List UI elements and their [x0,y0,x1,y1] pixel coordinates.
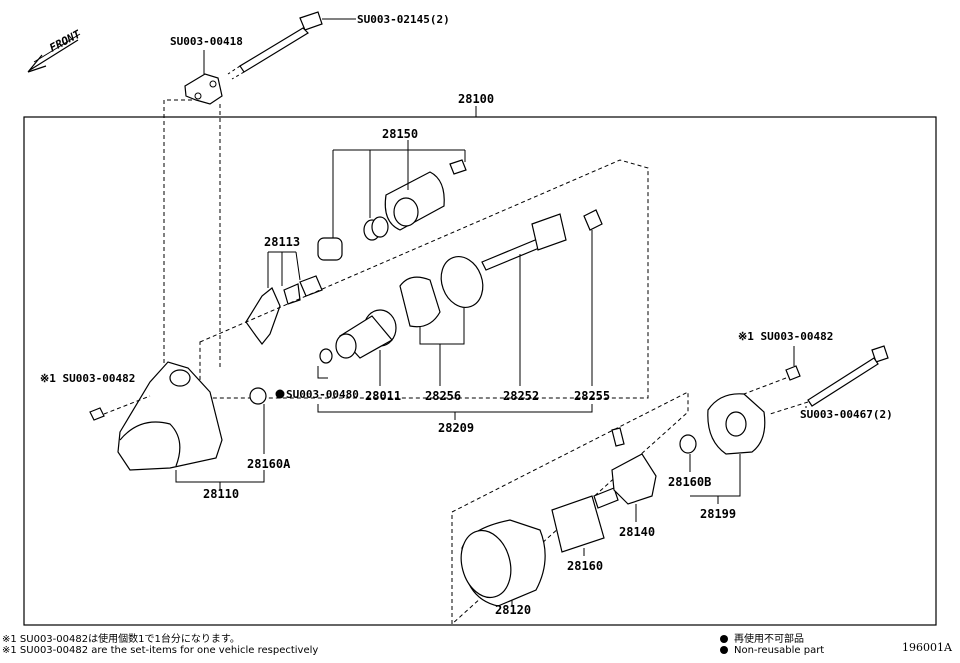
legend-en: Non-reusable part [720,645,824,656]
yoke [460,519,546,607]
clutch [319,309,397,364]
brush-holder [611,427,657,505]
callout-28113[interactable]: 28113 [264,235,300,249]
assembly-frame [23,116,937,626]
callout-su003-00418[interactable]: SU003-00418 [170,35,243,48]
front-arrow: FRONT [27,27,83,73]
output-shaft [481,213,567,271]
callout-28160[interactable]: 28160 [567,559,603,573]
callout-28120[interactable]: 28120 [495,603,531,617]
callout-28255[interactable]: 28255 [574,389,610,403]
callout-28160B[interactable]: 28160B [668,475,711,489]
callout-28100[interactable]: 28100 [458,92,494,106]
bearing [583,209,603,231]
shift-lever [245,275,323,345]
non-reusable-dot-legend [720,635,728,643]
front-housing [117,361,223,471]
footnote-jp: ※1 SU003-00482は使用個数1で1台分になります。 [2,634,240,645]
callout-su003-00480[interactable]: SU003-00480 [286,388,359,401]
callout-28199[interactable]: 28199 [700,507,736,521]
callout-28209[interactable]: 28209 [438,421,474,435]
bushing-a [249,387,267,405]
callout-28252[interactable]: 28252 [503,389,539,403]
callout-su003-02145[interactable]: SU003-02145(2) [357,13,450,26]
figure-id: 196001A [902,641,952,654]
callout-28011[interactable]: 28011 [365,389,401,403]
callout-28140[interactable]: 28140 [619,525,655,539]
long-bolt-top [227,11,323,80]
front-label: FRONT [47,27,83,54]
solenoid-parts [317,159,467,261]
screw-right [785,365,801,381]
rear-cover [707,393,766,455]
legend-jp: 再使用不可部品 [720,630,804,645]
footnote-en: ※1 SU003-00482 are the set-items for one… [2,645,319,656]
long-bolt-right [807,345,889,407]
gear-housing [399,256,484,328]
legend-jp-text: 再使用不可部品 [734,634,804,645]
screw-left [89,407,105,421]
legend-en-text: Non-reusable part [734,645,825,656]
callout-28110[interactable]: 28110 [203,487,239,501]
callout-28150[interactable]: 28150 [382,127,418,141]
callout-su003-00482-left[interactable]: ※1 SU003-00482 [40,372,135,385]
bracket [184,73,223,105]
callout-su003-00467[interactable]: SU003-00467(2) [800,408,893,421]
callout-su003-00482-right[interactable]: ※1 SU003-00482 [738,330,833,343]
non-reusable-dot [275,389,285,399]
callout-28160A[interactable]: 28160A [247,457,291,471]
bushing-b [679,434,697,454]
callout-28256[interactable]: 28256 [425,389,461,403]
armature [551,487,619,553]
non-reusable-dot-legend-en [720,646,728,654]
